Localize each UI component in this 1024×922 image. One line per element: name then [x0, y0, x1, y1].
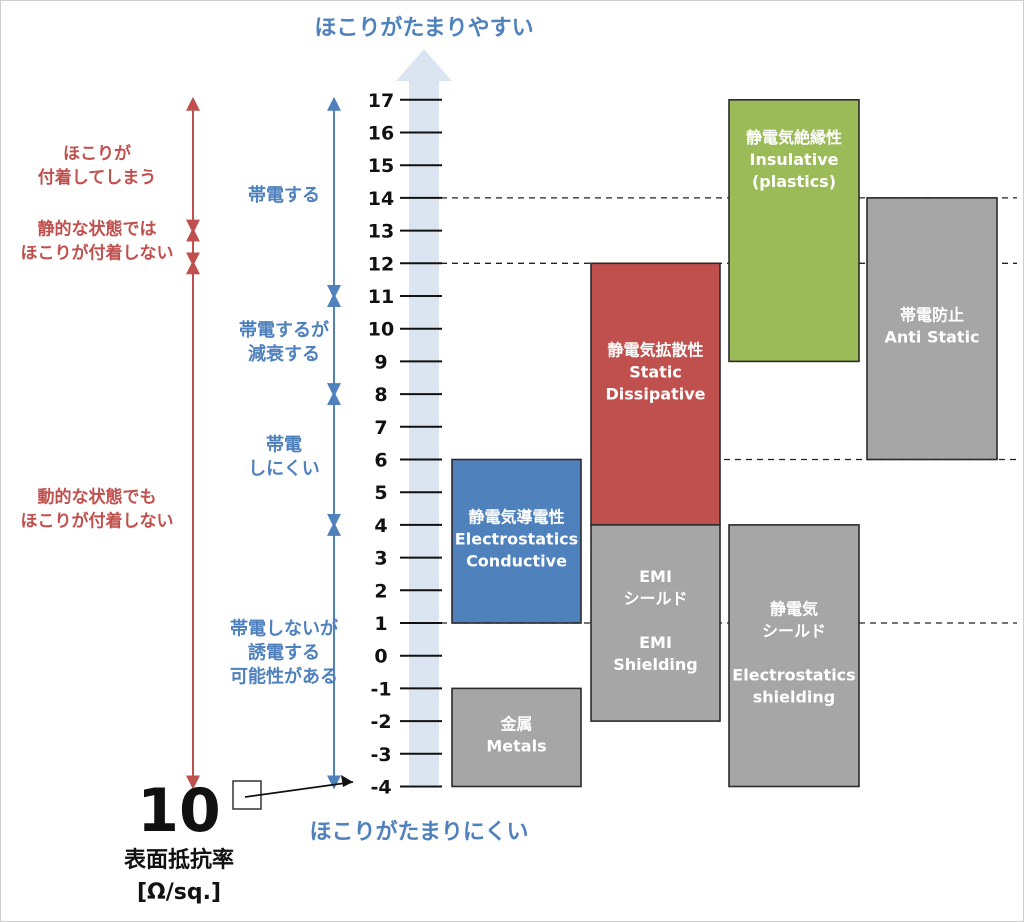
material-box-label-line: 帯電防止	[900, 306, 964, 325]
axis-title-line2: [Ω/sq.]	[137, 880, 221, 905]
material-box: EMI シールド EMI Shielding	[590, 524, 721, 722]
charge-range-label-line: 減衰する	[248, 343, 320, 365]
material-box-label-line: Electrostatics	[455, 529, 578, 548]
material-box-label-line: 静電気絶縁性	[746, 128, 842, 147]
dust-range-label-line: 動的な状態でも	[38, 487, 157, 508]
material-box-rect	[451, 458, 582, 624]
tick-label: 7	[374, 417, 387, 439]
material-box-label-line: Electrostatics	[732, 666, 855, 685]
material-boxes: 静電気導電性ElectrostaticsConductive金属Metals静電…	[451, 99, 998, 788]
charge-range-label-line: しにくい	[248, 459, 320, 480]
tick-label: 2	[374, 580, 387, 602]
tick-label: 9	[374, 351, 387, 373]
charge-range-label-line: 帯電するが	[239, 319, 329, 341]
tick-label: 4	[374, 515, 387, 537]
material-box-label-line: Insulative	[750, 150, 839, 169]
material-box-label-line: 静電気導電性	[468, 507, 564, 526]
material-box-label-line: Static	[629, 362, 682, 381]
gradient-band	[409, 81, 439, 785]
axis-title-line1: 表面抵抗率	[124, 847, 234, 873]
tick-label: 15	[368, 155, 394, 177]
charge-range-label-line: 可能性がある	[230, 666, 338, 688]
tick-label: 13	[368, 221, 394, 243]
tick-label: 5	[374, 482, 387, 504]
material-box: 金属 Metals	[451, 687, 582, 788]
tick-label: -1	[370, 678, 391, 700]
material-box-label-line: Anti Static	[884, 328, 979, 347]
material-box-label-line: 静電気拡散性	[607, 340, 703, 359]
material-box-label-line: EMI	[639, 567, 672, 586]
material-box: 帯電防止 Anti Static	[866, 197, 998, 461]
gradient-arrow-head	[396, 49, 452, 81]
tick-label: 8	[374, 384, 387, 406]
dust-range-label-line: 静的な状態では	[38, 219, 157, 240]
material-box: 静電気絶縁性 Insulative (plastics)	[728, 99, 860, 363]
tick-label: 6	[374, 450, 387, 472]
dust-range-label-line: ほこりが付着しない	[21, 511, 174, 532]
tick-label: 10	[368, 319, 394, 341]
material-box-rect	[590, 262, 721, 526]
dust-range-label-line: ほこりが付着しない	[21, 243, 174, 264]
material-box-label-line: Shielding	[613, 655, 698, 674]
tick-label: -4	[370, 777, 391, 799]
material-box-label-line: Dissipative	[606, 384, 706, 403]
material-box-label-line: Conductive	[466, 551, 567, 570]
dust-ranges: ほこりが付着してしまう静的な状態ではほこりが付着しない動的な状態でもほこりが付着…	[21, 96, 200, 790]
charge-range-label-line: 誘電する	[248, 642, 320, 664]
charge-range-label-line: 帯電する	[248, 184, 320, 206]
tick-label: 1	[374, 613, 387, 635]
material-box-label-line: shielding	[753, 688, 836, 707]
tick-label: 17	[368, 90, 394, 112]
tick-label: 12	[368, 253, 394, 275]
top-label: ほこりがたまりやすい	[314, 15, 533, 41]
charge-range-label-line: 帯電しないが	[230, 618, 338, 640]
material-box-rect	[866, 197, 998, 461]
material-box-label-line: (plastics)	[752, 172, 836, 191]
material-box-label-line: 静電気	[770, 600, 818, 619]
tick-label: 0	[374, 646, 387, 668]
tick-label: 3	[374, 548, 387, 570]
material-box-rect	[728, 99, 860, 363]
tick-label: 11	[368, 286, 394, 308]
dust-gradient-arrow	[396, 49, 452, 785]
bottom-label: ほこりがたまりにくい	[310, 819, 529, 845]
tick-label: 14	[368, 188, 394, 210]
dust-range-label-line: ほこりが	[63, 143, 131, 164]
tick-label: 16	[368, 123, 394, 145]
tick-label: -3	[370, 744, 391, 766]
exponent-pointer	[244, 781, 354, 798]
material-box-label-line: Metals	[486, 736, 546, 755]
material-box-rect	[590, 524, 721, 722]
material-box-label-line: 金属	[499, 714, 532, 733]
material-box-label-line: シールド	[623, 589, 687, 608]
material-box-label-line: EMI	[639, 633, 672, 652]
base-number: 10	[137, 776, 221, 846]
dust-range-label-line: 付着してしまう	[38, 167, 157, 188]
exponent-pointer-head	[341, 775, 353, 787]
material-box-rect	[451, 687, 582, 788]
charge-range-label-line: 帯電	[266, 434, 302, 456]
tick-label: -2	[370, 711, 391, 733]
material-box-rect	[728, 524, 860, 788]
material-box-label-line: シールド	[762, 622, 826, 641]
